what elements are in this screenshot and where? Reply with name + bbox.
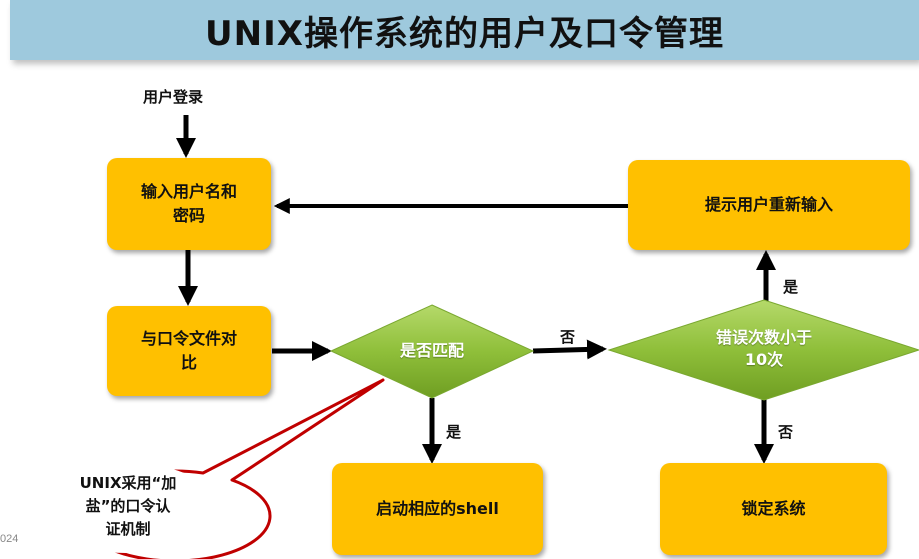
start-shell-box: 启动相应的shell: [332, 463, 543, 555]
no-label-match-to-error: 否: [560, 328, 576, 346]
error-decision-line1: 错误次数小于: [715, 328, 812, 347]
callout-line3: 证机制: [105, 520, 151, 538]
match-decision-diamond: [329, 304, 535, 399]
lock-system-box: 锁定系统: [660, 463, 887, 555]
error-decision-diamond: [607, 299, 919, 401]
arrow-match-to-error: [532, 339, 607, 360]
yes-label-error-to-prompt: 是: [783, 278, 799, 296]
compare-box-line2: 比: [180, 353, 197, 372]
prompt-reenter-box: 提示用户重新输入: [628, 160, 910, 250]
error-decision-label: 错误次数小于 10次: [674, 327, 854, 371]
shell-box-label: 启动相应的shell: [376, 499, 499, 518]
no-label-error-to-lock: 否: [778, 423, 794, 441]
page-title: UNIX操作系统的用户及口令管理: [205, 13, 724, 54]
prompt-box-label: 提示用户重新输入: [704, 195, 833, 214]
callout-line2: 盐”的口令认: [85, 497, 171, 515]
match-decision-label: 是否匹配: [399, 341, 464, 360]
callout-text: UNIX采用“加 盐”的口令认 证机制: [48, 472, 208, 541]
compare-box-line1: 与口令文件对: [140, 329, 237, 348]
footer-fragment: 024: [0, 533, 19, 545]
callout-line1: UNIX采用“加: [79, 474, 177, 492]
input-credentials-box: 输入用户名和 密码: [107, 158, 271, 250]
start-label: 用户登录: [143, 88, 204, 106]
error-decision-line2: 10次: [744, 350, 784, 369]
yes-label-match-to-shell: 是: [446, 423, 462, 441]
lock-box-label: 锁定系统: [741, 499, 806, 518]
title-bar: UNIX操作系统的用户及口令管理: [10, 0, 919, 60]
input-box-line1: 输入用户名和: [140, 182, 237, 201]
compare-password-box: 与口令文件对 比: [107, 306, 271, 396]
input-box-line2: 密码: [172, 206, 205, 225]
